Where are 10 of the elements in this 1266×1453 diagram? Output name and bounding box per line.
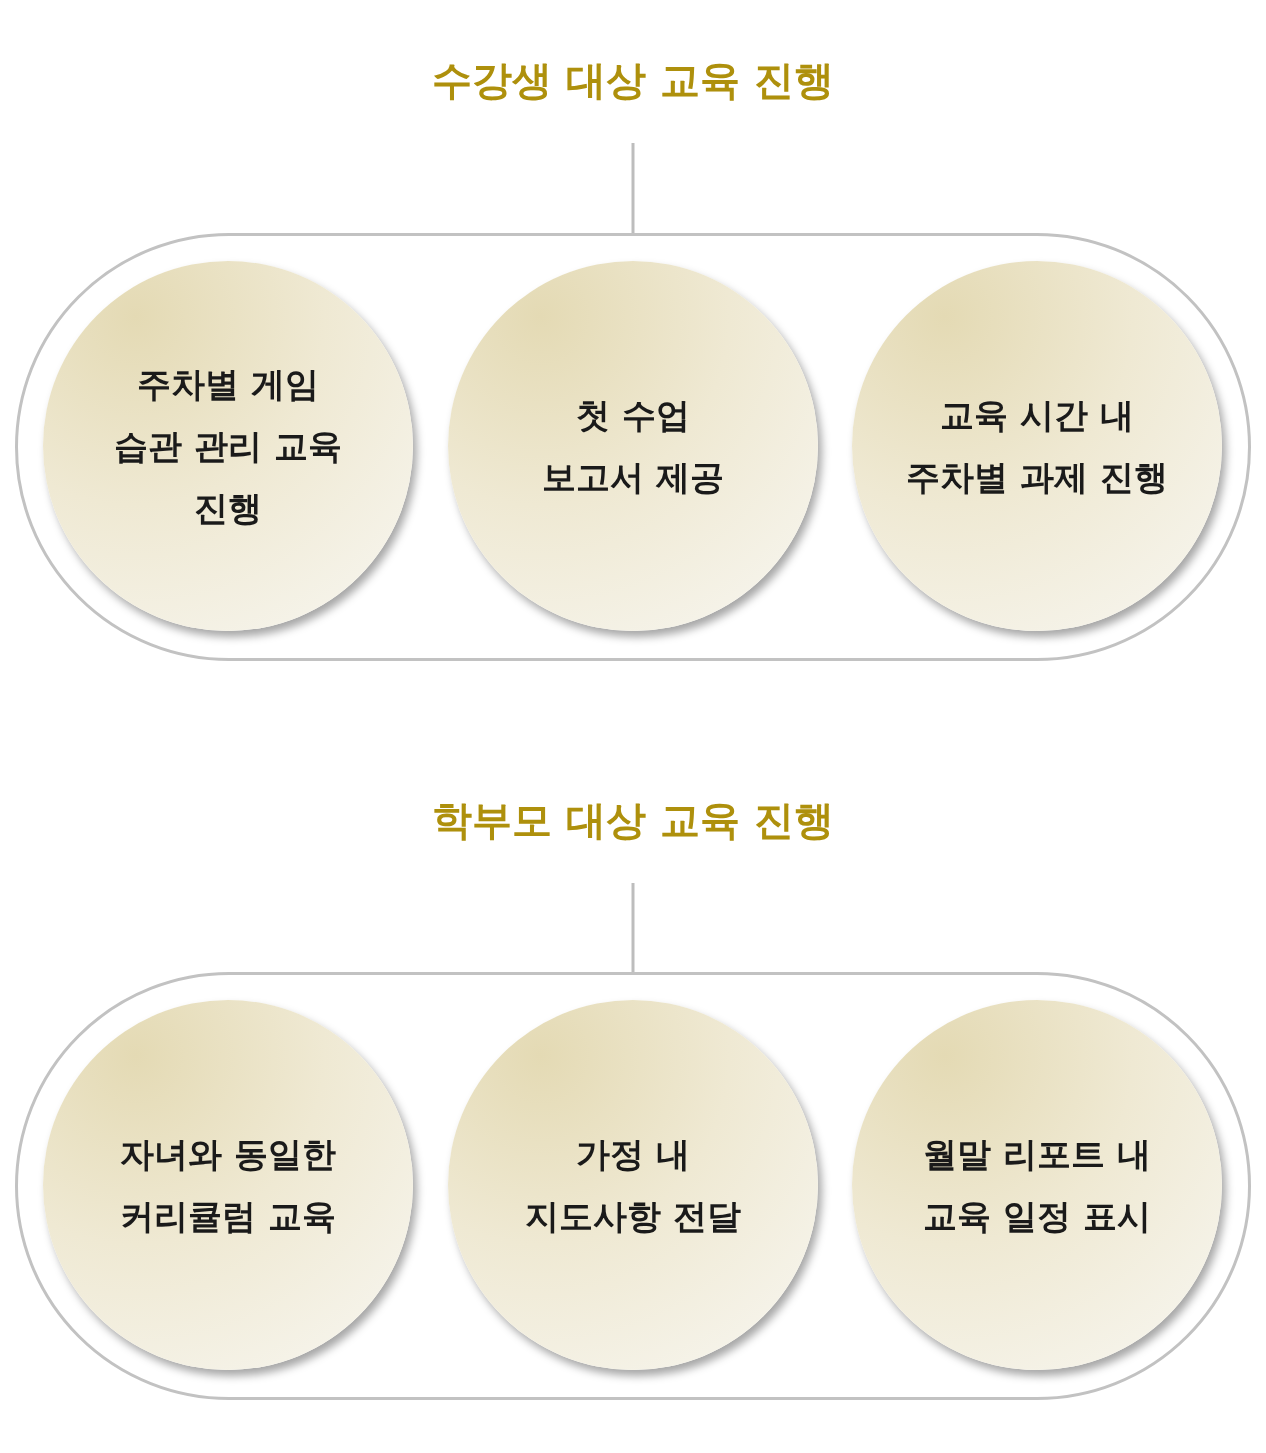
node-label: 월말 리포트 내 교육 일정 표시 bbox=[922, 1133, 1152, 1238]
node-label: 주차별 게임 습관 관리 교육 진행 bbox=[113, 363, 343, 530]
node-label: 교육 시간 내 주차별 과제 진행 bbox=[905, 394, 1169, 499]
connector-line bbox=[631, 883, 635, 972]
node-label: 첫 수업 보고서 제공 bbox=[541, 394, 725, 499]
connector-line bbox=[631, 143, 635, 233]
node-label: 자녀와 동일한 커리큘럼 교육 bbox=[119, 1133, 337, 1238]
section-heading: 학부모 대상 교육 진행 bbox=[333, 792, 933, 848]
node-label: 가정 내 지도사항 전달 bbox=[524, 1133, 742, 1238]
section-heading: 수강생 대상 교육 진행 bbox=[333, 52, 933, 108]
